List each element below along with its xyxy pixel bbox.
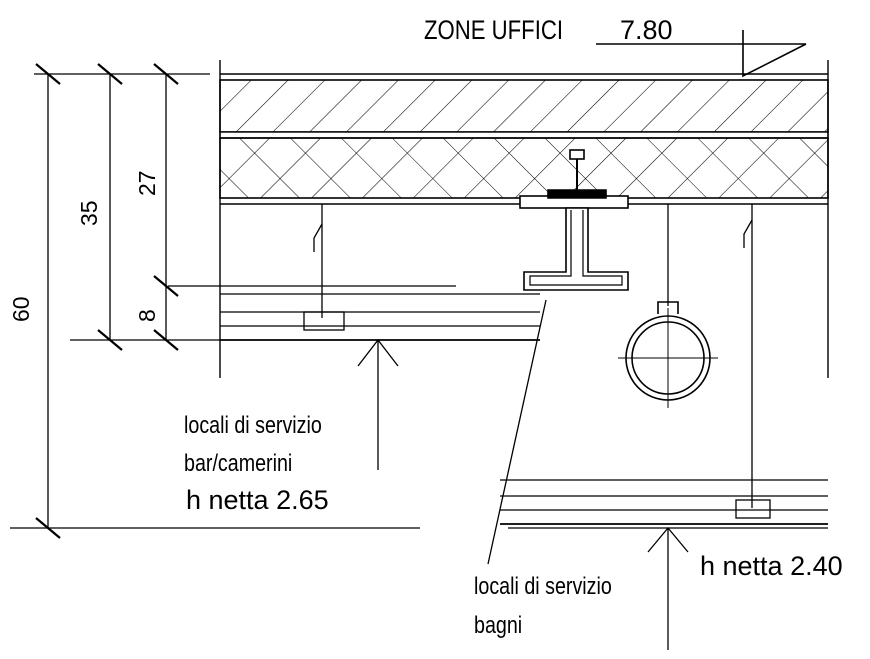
height-arrow-bar <box>357 338 399 470</box>
step-line <box>487 299 547 565</box>
hangers <box>313 204 753 508</box>
dim-structure: 35 <box>76 200 102 226</box>
dim-total: 60 <box>8 296 34 322</box>
level-marker <box>596 30 807 78</box>
label-bar-line2: bar/camerini <box>184 450 293 477</box>
label-bar-line1: locali di servizio <box>184 412 322 439</box>
steel-beam <box>519 149 629 291</box>
dim-plate: 8 <box>134 309 160 322</box>
ceiling-bagni <box>500 479 828 525</box>
ceiling-bar <box>168 285 540 341</box>
height-arrow-bagni <box>647 526 689 650</box>
zone-title: ZONE UFFICI <box>424 15 563 45</box>
dimension-lines <box>10 63 828 539</box>
dim-slab: 27 <box>134 170 160 196</box>
pipe <box>618 301 718 408</box>
label-bar-height: h netta 2.65 <box>186 485 329 515</box>
label-bagni-line1: locali di servizio <box>474 573 612 600</box>
label-bagni-height: h netta 2.40 <box>700 551 843 581</box>
label-bagni-line2: bagni <box>474 612 523 639</box>
floor-slab <box>219 73 829 205</box>
level-value: 7.80 <box>620 15 673 45</box>
